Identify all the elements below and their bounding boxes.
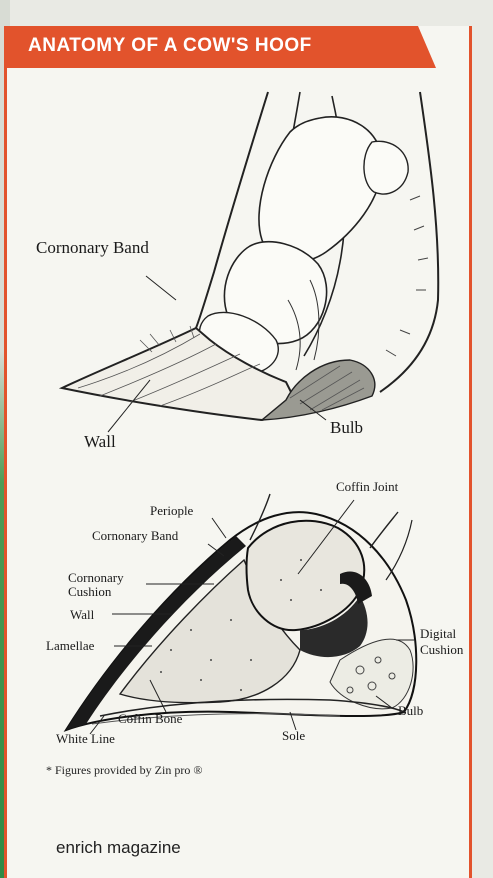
- label-coffin-joint: Coffin Joint: [336, 479, 398, 495]
- magazine-name: enrich magazine: [56, 838, 181, 858]
- label-wall-bottom: Wall: [70, 607, 94, 623]
- label-digital-cushion-line2: Cushion: [420, 642, 463, 658]
- label-coronary-band-bottom: Cornonary Band: [92, 528, 178, 544]
- label-digital-cushion-line1: Digital: [420, 626, 456, 642]
- figure-credit: * Figures provided by Zin pro ®: [46, 763, 202, 778]
- label-bulb-bottom: Bulb: [398, 703, 423, 719]
- label-white-line: White Line: [56, 731, 115, 747]
- label-coronary-cushion-line2: Cushion: [68, 584, 111, 600]
- label-lamellae: Lamellae: [46, 638, 94, 654]
- label-periople: Periople: [150, 503, 193, 519]
- label-coffin-bone: Coffin Bone: [118, 711, 182, 727]
- label-sole: Sole: [282, 728, 305, 744]
